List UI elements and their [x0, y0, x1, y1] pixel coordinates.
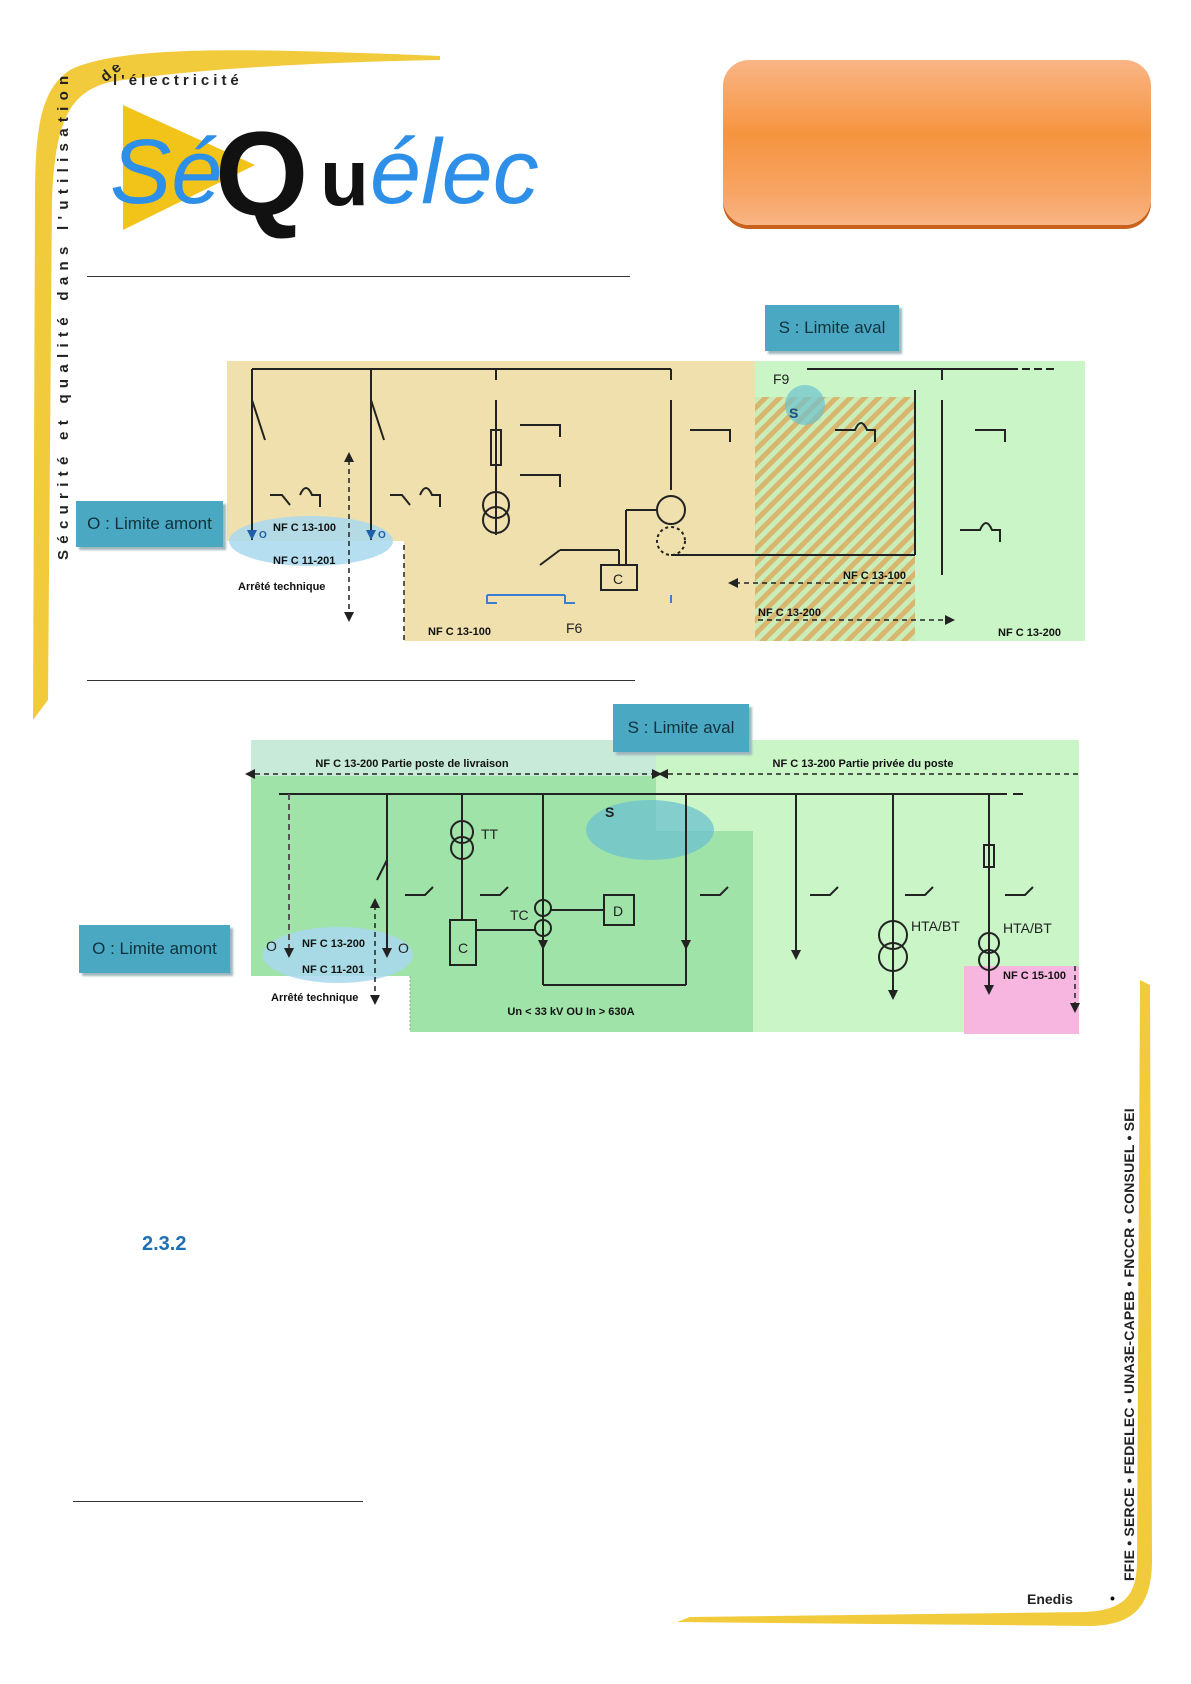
label-hta-bt-2: HTA/BT	[1003, 920, 1052, 936]
downstream-limit-circle	[785, 385, 825, 425]
label-arrete-technique: Arrêté technique	[271, 992, 358, 1004]
logo-u: u	[320, 133, 369, 222]
diagram-1-arrowheads	[247, 452, 955, 625]
section-number: 2.3.2	[142, 1233, 187, 1255]
label-nfc13100-top: NF C 13-100	[273, 522, 336, 534]
diagram-2-arrows	[255, 773, 1079, 1005]
logo-tagline: l'électricité	[113, 72, 243, 89]
logo-elec: élec	[370, 121, 539, 223]
label-f9: F9	[773, 371, 790, 387]
label-nfc13100-right: NF C 13-100	[843, 570, 906, 582]
label-c: C	[613, 571, 623, 587]
label-nfc11201: NF C 11-201	[302, 964, 364, 976]
label-delivery-part: NF C 13-200 Partie poste de livraison	[315, 758, 508, 770]
label-o1: O	[259, 530, 267, 541]
sequelec-logo: de l'électricité Sé Q u élec	[97, 65, 539, 241]
label-nfc13100-bottom: NF C 13-100	[428, 626, 491, 638]
zone-nfc13100-lower	[404, 541, 755, 641]
diagram-2-arrowheads	[245, 769, 1080, 1013]
label-hta-bt-1: HTA/BT	[911, 918, 960, 934]
label-condition: Un < 33 kV OU In > 630A	[507, 1006, 634, 1018]
label-nfc15100: NF C 15-100	[1003, 970, 1066, 982]
diagram-1-arrows	[348, 460, 945, 641]
zone-delivery-header	[251, 740, 656, 776]
zone-overlap-hatched	[755, 397, 915, 641]
label-nfc13200-right: NF C 13-200	[998, 627, 1061, 639]
divider-1	[87, 276, 630, 277]
label-nfc11201: NF C 11-201	[273, 555, 335, 567]
partner-list: FFIE • SERCE • FEDELEC • UNA3E-CAPEB • F…	[1121, 1108, 1137, 1581]
label-nfc13200-mid: NF C 13-200	[758, 607, 821, 619]
zone-nfc15100	[964, 966, 1079, 1034]
upstream-limit-tag-1: O : Limite amont	[76, 501, 223, 547]
footnote-divider	[73, 1501, 363, 1502]
label-f6: F6	[566, 620, 583, 636]
label-o2: O	[378, 530, 386, 541]
label-s: S	[789, 405, 798, 421]
downstream-limit-tag-2: S : Limite aval	[613, 704, 749, 752]
footer-bullet: •	[1110, 1590, 1115, 1606]
upstream-limit-tag-2: O : Limite amont	[79, 925, 230, 973]
label-c: C	[458, 940, 468, 956]
label-o1: O	[266, 938, 277, 954]
label-tc: TC	[510, 907, 529, 923]
label-o2: O	[398, 940, 409, 956]
diagram-1-wiring	[251, 368, 1055, 604]
label-nfc13200: NF C 13-200	[302, 938, 365, 950]
label-s: S	[605, 804, 614, 820]
label-arrete-technique: Arrêté technique	[238, 581, 325, 593]
logo-q: Q	[215, 107, 308, 241]
logo-se: Sé	[110, 121, 223, 223]
upstream-limit-ellipse	[229, 516, 393, 566]
downstream-limit-tag-1: S : Limite aval	[765, 305, 899, 351]
label-d: D	[613, 903, 623, 919]
title-banner	[723, 60, 1151, 225]
divider-2	[87, 680, 635, 681]
label-private-part: NF C 13-200 Partie privée du poste	[773, 758, 954, 770]
downstream-limit-ellipse-2	[586, 800, 714, 860]
enedis-label: Enedis	[1027, 1591, 1073, 1607]
diagram-2-wiring	[279, 793, 1034, 990]
logo-triangle	[123, 105, 255, 230]
label-tt: TT	[481, 826, 499, 842]
